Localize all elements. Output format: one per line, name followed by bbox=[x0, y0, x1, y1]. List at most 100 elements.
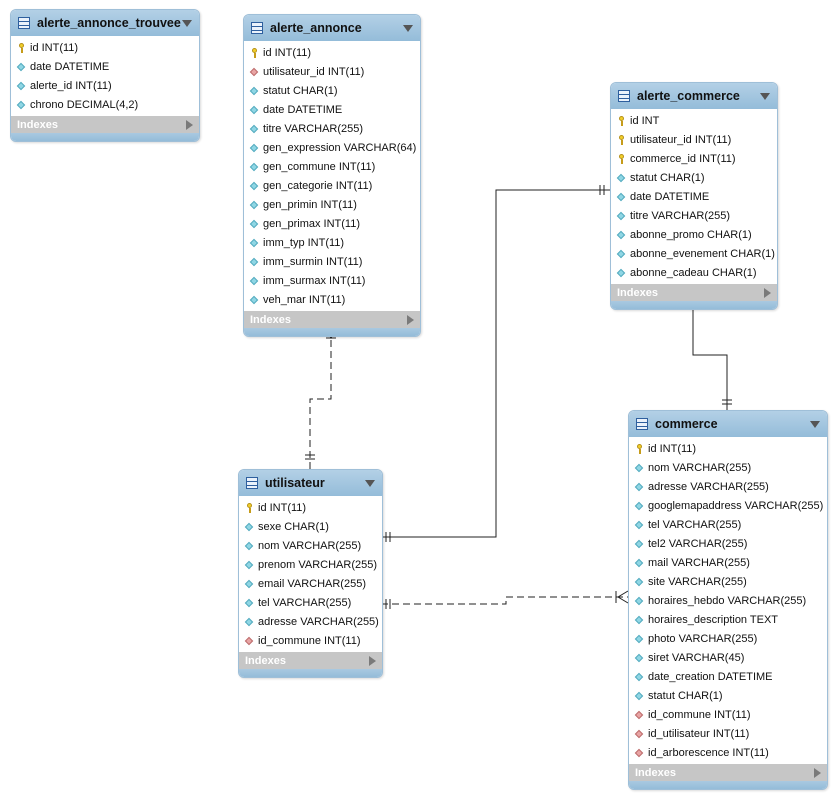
column-row[interactable]: imm_surmin INT(11) bbox=[244, 252, 420, 271]
column-row[interactable]: nom VARCHAR(255) bbox=[239, 536, 382, 555]
foreign-key-icon bbox=[634, 710, 644, 720]
column-icon bbox=[249, 219, 259, 229]
column-row[interactable]: id_commune INT(11) bbox=[629, 705, 827, 724]
column-row[interactable]: date DATETIME bbox=[244, 100, 420, 119]
column-row[interactable]: id INT bbox=[611, 111, 777, 130]
column-row[interactable]: date_creation DATETIME bbox=[629, 667, 827, 686]
column-label: titre VARCHAR(255) bbox=[263, 122, 364, 135]
column-row[interactable]: imm_typ INT(11) bbox=[244, 233, 420, 252]
column-row[interactable]: titre VARCHAR(255) bbox=[611, 206, 777, 225]
column-row[interactable]: date DATETIME bbox=[11, 57, 199, 76]
collapse-arrow-icon[interactable] bbox=[365, 479, 375, 487]
column-row[interactable]: titre VARCHAR(255) bbox=[244, 119, 420, 138]
collapse-arrow-icon[interactable] bbox=[182, 19, 192, 27]
column-row[interactable]: statut CHAR(1) bbox=[611, 168, 777, 187]
table-header[interactable]: utilisateur bbox=[239, 470, 382, 496]
column-row[interactable]: alerte_id INT(11) bbox=[11, 76, 199, 95]
column-row[interactable]: nom VARCHAR(255) bbox=[629, 458, 827, 477]
column-row[interactable]: googlemapaddress VARCHAR(255) bbox=[629, 496, 827, 515]
column-row[interactable]: id INT(11) bbox=[629, 439, 827, 458]
column-row[interactable]: horaires_hebdo VARCHAR(255) bbox=[629, 591, 827, 610]
one-mark-utilisateur-top bbox=[305, 454, 315, 460]
collapse-arrow-icon[interactable] bbox=[403, 24, 413, 32]
expand-arrow-icon[interactable] bbox=[764, 287, 771, 298]
column-row[interactable]: id INT(11) bbox=[244, 43, 420, 62]
column-row[interactable]: photo VARCHAR(255) bbox=[629, 629, 827, 648]
column-row[interactable]: id_utilisateur INT(11) bbox=[629, 724, 827, 743]
column-icon bbox=[249, 295, 259, 305]
column-row[interactable]: horaires_description TEXT bbox=[629, 610, 827, 629]
column-row[interactable]: gen_expression VARCHAR(64) bbox=[244, 138, 420, 157]
column-row[interactable]: abonne_cadeau CHAR(1) bbox=[611, 263, 777, 282]
column-row[interactable]: id INT(11) bbox=[239, 498, 382, 517]
column-row[interactable]: abonne_promo CHAR(1) bbox=[611, 225, 777, 244]
indexes-bar[interactable]: Indexes bbox=[239, 652, 382, 669]
column-row[interactable]: statut CHAR(1) bbox=[629, 686, 827, 705]
indexes-bar[interactable]: Indexes bbox=[244, 311, 420, 328]
column-label: gen_categorie INT(11) bbox=[263, 179, 373, 192]
collapse-arrow-icon[interactable] bbox=[810, 420, 820, 428]
column-label: alerte_id INT(11) bbox=[30, 79, 112, 92]
collapse-arrow-icon[interactable] bbox=[760, 92, 770, 100]
expand-arrow-icon[interactable] bbox=[186, 119, 193, 130]
table-commerce[interactable]: commerce id INT(11) nom VARCHAR(255)adress… bbox=[628, 410, 828, 790]
column-icon bbox=[249, 181, 259, 191]
table-footer bbox=[244, 328, 420, 336]
column-row[interactable]: imm_surmax INT(11) bbox=[244, 271, 420, 290]
expand-arrow-icon[interactable] bbox=[814, 767, 821, 778]
column-row[interactable]: adresse VARCHAR(255) bbox=[239, 612, 382, 631]
table-header[interactable]: commerce bbox=[629, 411, 827, 437]
column-row[interactable]: sexe CHAR(1) bbox=[239, 517, 382, 536]
column-row[interactable]: siret VARCHAR(45) bbox=[629, 648, 827, 667]
column-row[interactable]: tel VARCHAR(255) bbox=[239, 593, 382, 612]
table-header[interactable]: alerte_annonce bbox=[244, 15, 420, 41]
foreign-key-icon bbox=[634, 729, 644, 739]
column-row[interactable]: prenom VARCHAR(255) bbox=[239, 555, 382, 574]
column-row[interactable]: tel2 VARCHAR(255) bbox=[629, 534, 827, 553]
column-row[interactable]: site VARCHAR(255) bbox=[629, 572, 827, 591]
column-label: statut CHAR(1) bbox=[263, 84, 338, 97]
column-row[interactable]: statut CHAR(1) bbox=[244, 81, 420, 100]
column-label: horaires_hebdo VARCHAR(255) bbox=[648, 594, 807, 607]
column-label: id_arborescence INT(11) bbox=[648, 746, 769, 759]
column-label: imm_typ INT(11) bbox=[263, 236, 345, 249]
column-row[interactable]: mail VARCHAR(255) bbox=[629, 553, 827, 572]
table-title: utilisateur bbox=[265, 476, 325, 490]
column-icon bbox=[634, 691, 644, 701]
column-icon bbox=[634, 463, 644, 473]
column-row[interactable]: abonne_evenement CHAR(1) bbox=[611, 244, 777, 263]
column-row[interactable]: id_arborescence INT(11) bbox=[629, 743, 827, 762]
expand-arrow-icon[interactable] bbox=[369, 655, 376, 666]
column-row[interactable]: chrono DECIMAL(4,2) bbox=[11, 95, 199, 114]
column-row[interactable]: adresse VARCHAR(255) bbox=[629, 477, 827, 496]
indexes-bar[interactable]: Indexes bbox=[11, 116, 199, 133]
column-icon bbox=[634, 596, 644, 606]
indexes-bar[interactable]: Indexes bbox=[629, 764, 827, 781]
table-header[interactable]: alerte_annonce_trouvee bbox=[11, 10, 199, 36]
column-row[interactable]: date DATETIME bbox=[611, 187, 777, 206]
column-row[interactable]: gen_commune INT(11) bbox=[244, 157, 420, 176]
column-icon bbox=[16, 100, 26, 110]
column-row[interactable]: commerce_id INT(11) bbox=[611, 149, 777, 168]
table-header[interactable]: alerte_commerce bbox=[611, 83, 777, 109]
column-row[interactable]: utilisateur_id INT(11) bbox=[244, 62, 420, 81]
one-mark-alerte-commerce-left bbox=[599, 185, 605, 195]
expand-arrow-icon[interactable] bbox=[407, 314, 414, 325]
column-row[interactable]: id INT(11) bbox=[11, 38, 199, 57]
column-row[interactable]: gen_primax INT(11) bbox=[244, 214, 420, 233]
column-label: imm_surmax INT(11) bbox=[263, 274, 366, 287]
column-label: id INT(11) bbox=[648, 442, 697, 455]
table-utilisateur[interactable]: utilisateur id INT(11)sexe CHAR(1)nom VAR… bbox=[238, 469, 383, 678]
column-row[interactable]: id_commune INT(11) bbox=[239, 631, 382, 650]
indexes-bar[interactable]: Indexes bbox=[611, 284, 777, 301]
column-row[interactable]: utilisateur_id INT(11) bbox=[611, 130, 777, 149]
column-row[interactable]: gen_categorie INT(11) bbox=[244, 176, 420, 195]
column-label: date DATETIME bbox=[263, 103, 343, 116]
column-row[interactable]: gen_primin INT(11) bbox=[244, 195, 420, 214]
column-row[interactable]: email VARCHAR(255) bbox=[239, 574, 382, 593]
column-row[interactable]: veh_mar INT(11) bbox=[244, 290, 420, 309]
column-row[interactable]: tel VARCHAR(255) bbox=[629, 515, 827, 534]
